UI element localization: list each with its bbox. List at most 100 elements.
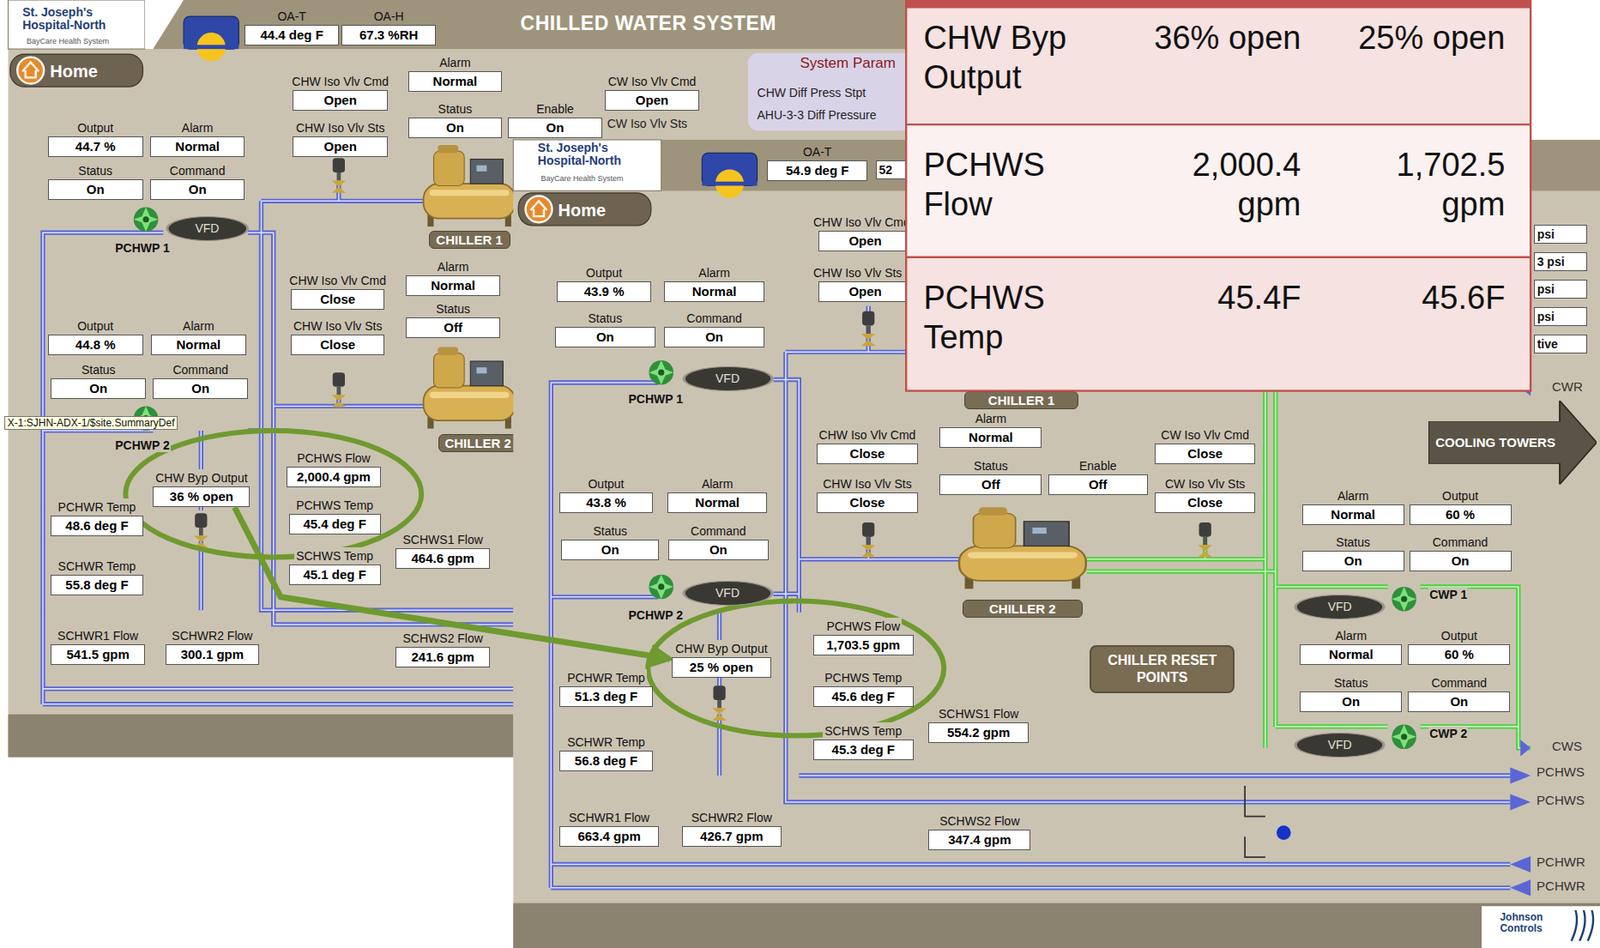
point-value: 51.3 deg F — [559, 686, 653, 707]
point-field: CW Iso Vlv CmdOpen — [604, 72, 699, 111]
point-label: PCHWS Temp — [822, 669, 904, 687]
point-field: SCHWS Temp45.3 deg F — [813, 722, 914, 761]
point-label: CHW Iso Vlv Sts — [294, 119, 387, 137]
point-label: Alarm — [435, 258, 471, 276]
point-field: Output60 % — [1407, 627, 1510, 665]
logo-text: St. Joseph's Hospital-North — [537, 141, 656, 168]
point-field: SCHWS1 Flow554.2 gpm — [928, 705, 1029, 743]
point-value: On — [152, 378, 248, 399]
point-value: 45.3 deg F — [813, 739, 914, 761]
point-value: Normal — [405, 275, 500, 296]
point-field: Output43.9 % — [556, 264, 651, 302]
point-field: StatusOn — [555, 309, 656, 348]
value-fragment: 52 — [875, 160, 907, 180]
point-value: 541.5 gpm — [50, 644, 145, 665]
point-value: 45.4 deg F — [289, 513, 381, 535]
point-label: Output — [75, 317, 115, 335]
point-field: SCHWS1 Flow464.6 gpm — [395, 531, 490, 569]
point-field: CW Iso Vlv StsClose — [1154, 475, 1256, 514]
vfd-badge-text: VFD — [1293, 731, 1386, 759]
point-value: 36 % open — [152, 486, 250, 508]
cooling-towers-arrow: COOLING TOWERS — [1428, 400, 1597, 485]
point-value: Open — [604, 90, 699, 111]
point-label: CHW Iso Vlv Cmd — [289, 72, 391, 91]
chiller-tag-text: CHILLER 2 — [438, 434, 518, 453]
point-value: Normal — [408, 71, 502, 92]
point-label: Status — [591, 522, 629, 540]
point-field: AlarmNormal — [150, 317, 247, 356]
point-label: PCHWR Temp — [565, 669, 647, 687]
point-value: On — [150, 179, 246, 200]
point-field: AlarmNormal — [408, 54, 502, 92]
point-value: Off — [939, 474, 1042, 496]
point-value: 241.6 gpm — [395, 646, 490, 668]
table-cell: 45.6F — [1331, 277, 1505, 318]
point-value: Normal — [664, 281, 765, 302]
point-label: CW Iso Vlv Cmd — [606, 72, 699, 91]
pump-name: CWP 1 — [1428, 587, 1468, 602]
point-label: Status — [972, 457, 1010, 475]
point-label: PCHWS Flow — [824, 617, 902, 635]
pump-name: PCHWP 2 — [627, 608, 684, 622]
point-label: SCHWR Temp — [565, 733, 647, 751]
point-label: SCHWR2 Flow — [689, 809, 774, 827]
logo-subtext: BayCare Health System — [26, 36, 109, 46]
point-label: SCHWR Temp — [56, 557, 139, 575]
vfd-badge: VFD — [165, 215, 250, 242]
pipe-label: CWR — [1551, 379, 1584, 394]
point-value: On — [1407, 691, 1510, 713]
point-label: SCHWS1 Flow — [401, 531, 485, 549]
point-field: CHW Iso Vlv CmdOpen — [818, 213, 912, 252]
home-button-text: Home — [12, 54, 135, 88]
point-field: StatusOn — [561, 522, 659, 561]
point-value: Open — [818, 281, 912, 302]
point-field: SCHWS Temp45.1 deg F — [289, 547, 381, 586]
tooltip: X-1:SJHN-ADX-1/$site.SummaryDef — [4, 416, 179, 430]
pump-name: PCHWP 1 — [114, 241, 171, 255]
point-field: StatusOn — [50, 361, 146, 399]
point-value: 60 % — [1409, 504, 1512, 526]
point-label: Output — [584, 264, 624, 282]
pipe-label: PCHWR — [1535, 854, 1587, 870]
point-label: Output — [1440, 487, 1480, 505]
point-value: 43.9 % — [556, 281, 651, 302]
point-field: CHW Iso Vlv CmdClose — [816, 426, 919, 465]
point-label: SCHWS1 Flow — [936, 705, 1021, 723]
point-label: SCHWS2 Flow — [937, 812, 1021, 830]
point-label: Alarm — [973, 410, 1009, 428]
point-field: CHW Iso Vlv StsClose — [290, 317, 385, 356]
reset-button-text: CHILLER RESET POINTS — [1089, 645, 1235, 694]
point-value: Close — [816, 443, 919, 465]
point-value: Close — [1154, 443, 1256, 465]
point-value: 44.8 % — [48, 334, 144, 356]
point-label: AHU-3-3 Diff Pressure — [757, 108, 877, 122]
point-field: PCHWR Temp51.3 deg F — [559, 669, 653, 707]
point-label: CW Iso Vlv Cmd — [1159, 426, 1251, 444]
pump-name: PCHWP 1 — [627, 392, 684, 406]
point-value: 44.7 % — [48, 136, 144, 157]
point-field: StatusOn — [1299, 674, 1402, 713]
point-value: 60 % — [1407, 644, 1510, 665]
table-cell: 2,000.4 gpm — [1127, 144, 1301, 224]
point-label: SCHWS Temp — [822, 722, 904, 740]
table-cell: 25% open — [1331, 18, 1505, 58]
point-field: PCHWS Flow2,000.4 gpm — [286, 449, 381, 488]
value-fragment: psi — [1533, 307, 1588, 327]
point-label: CHW Iso Vlv Sts — [811, 264, 904, 282]
point-value: On — [1299, 691, 1402, 713]
point-field: CommandOn — [664, 309, 765, 348]
point-value: On — [555, 326, 656, 348]
point-label: SCHWR1 Flow — [567, 809, 652, 827]
logo-subtext: BayCare Health System — [540, 174, 623, 183]
point-value: 426.7 gpm — [682, 826, 783, 847]
value-fragment: psi — [1533, 224, 1588, 244]
point-field: Output44.8 % — [48, 317, 144, 356]
point-value: Normal — [667, 492, 768, 514]
point-value: 554.2 gpm — [928, 722, 1029, 743]
point-field: AlarmNormal — [664, 264, 765, 302]
point-value: Close — [290, 289, 385, 310]
point-label: Command — [168, 162, 228, 180]
point-label: Alarm — [1335, 487, 1371, 505]
table-cell: 36% open — [1127, 18, 1301, 58]
